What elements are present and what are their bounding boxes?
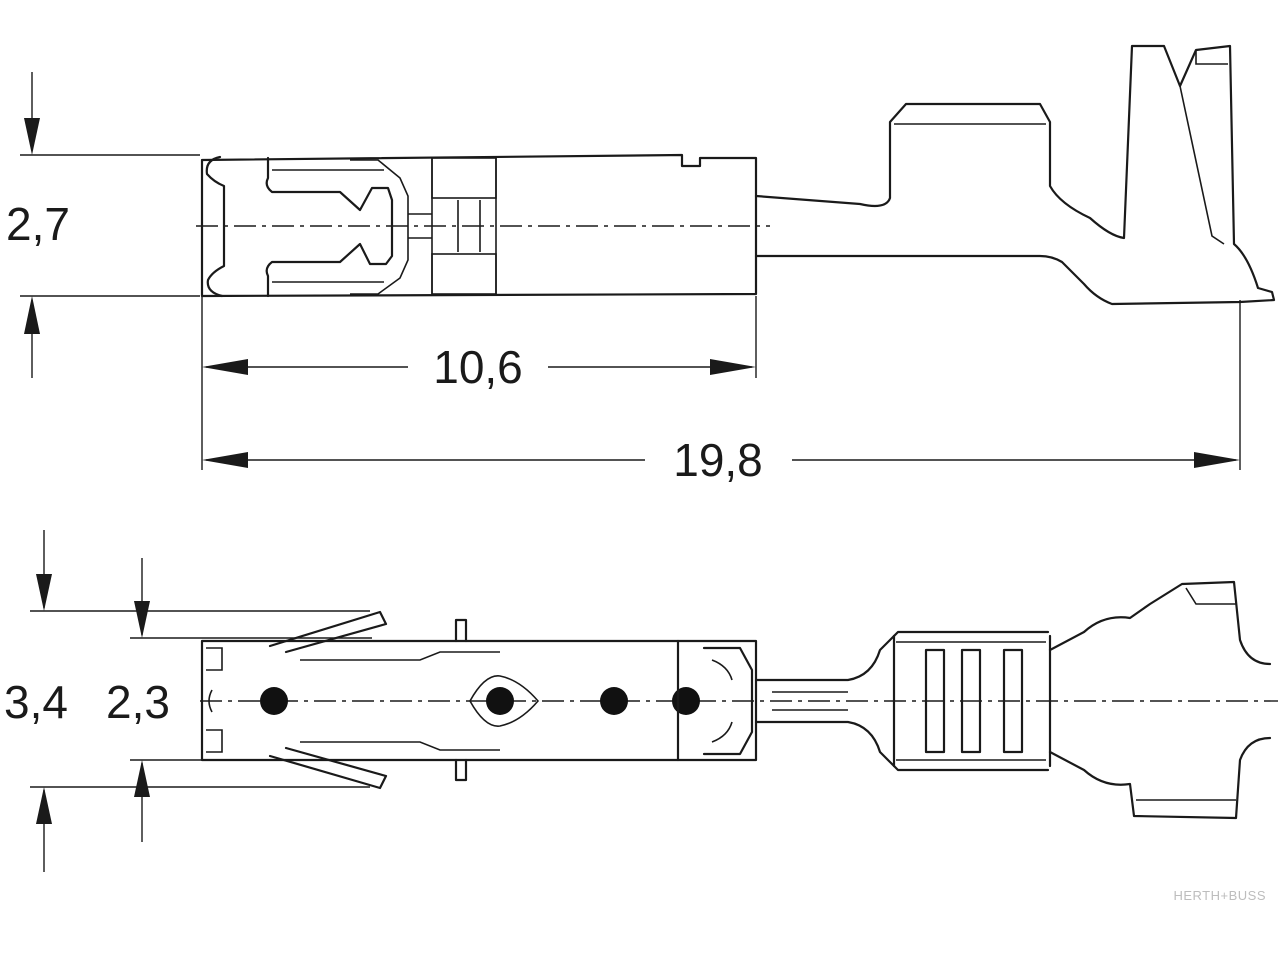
neck [754, 630, 1050, 772]
spring-tongue-top [268, 610, 388, 654]
insulation-wing-bottom [1048, 736, 1272, 820]
crimp-zone-lines [896, 641, 1046, 761]
insulation-wing-top [1048, 580, 1272, 666]
lock-window-top [431, 157, 497, 199]
lance-bottom [454, 758, 468, 782]
crimp-zone-edges [892, 634, 1052, 768]
dim-arrow-up [134, 760, 150, 797]
dim-label-3-4: 3,4 [4, 676, 68, 728]
contact-body-top [200, 639, 758, 762]
lance-top [454, 618, 468, 643]
dimple [469, 675, 540, 727]
dim-arrow-down [24, 118, 40, 155]
dim-label-10-6: 10,6 [433, 341, 523, 393]
dim-arrow-down [36, 574, 52, 611]
dim-arrow-left [202, 359, 248, 375]
dim-arrow-right [1194, 452, 1240, 468]
crimp-slot [960, 648, 982, 754]
rear-box [676, 639, 754, 762]
contact-point [600, 687, 628, 715]
lock-window-frame [431, 158, 497, 294]
crimp-slot [1002, 648, 1024, 754]
crimp-wings [754, 44, 1276, 306]
crimp-slot [924, 648, 946, 754]
dim-label-2-7: 2,7 [6, 198, 70, 250]
contact-point [260, 687, 288, 715]
spring-outline [350, 159, 409, 295]
insulation-wing-detail [1136, 587, 1236, 801]
dim-label-2-3: 2,3 [106, 676, 170, 728]
lock-window-bottom [431, 253, 497, 295]
spring-ribs [272, 169, 384, 283]
contact-point [486, 687, 514, 715]
dim-arrow-left [202, 452, 248, 468]
dim-arrow-right [710, 359, 756, 375]
dim-arrow-up [24, 296, 40, 334]
spring-contact [265, 156, 394, 298]
front-tabs [206, 647, 223, 753]
dim-arrow-up [36, 787, 52, 824]
rear-box-detail [711, 659, 733, 743]
contact-point [672, 687, 700, 715]
dim-label-19-8: 19,8 [673, 434, 763, 486]
spring-tongue-bottom [268, 746, 388, 790]
top-view: 2,7 10,6 19,8 [6, 44, 1276, 486]
contact-body [200, 153, 758, 298]
crimp-wing-details [894, 50, 1228, 245]
front-arc [208, 689, 213, 713]
brand-watermark: HERTH+BUSS [1173, 888, 1266, 903]
bottom-view: 3,4 2,3 [4, 530, 1278, 872]
front-clip [205, 155, 226, 298]
dim-arrow-down [134, 601, 150, 638]
body-ribs [300, 651, 500, 751]
neck-lines [772, 691, 848, 711]
